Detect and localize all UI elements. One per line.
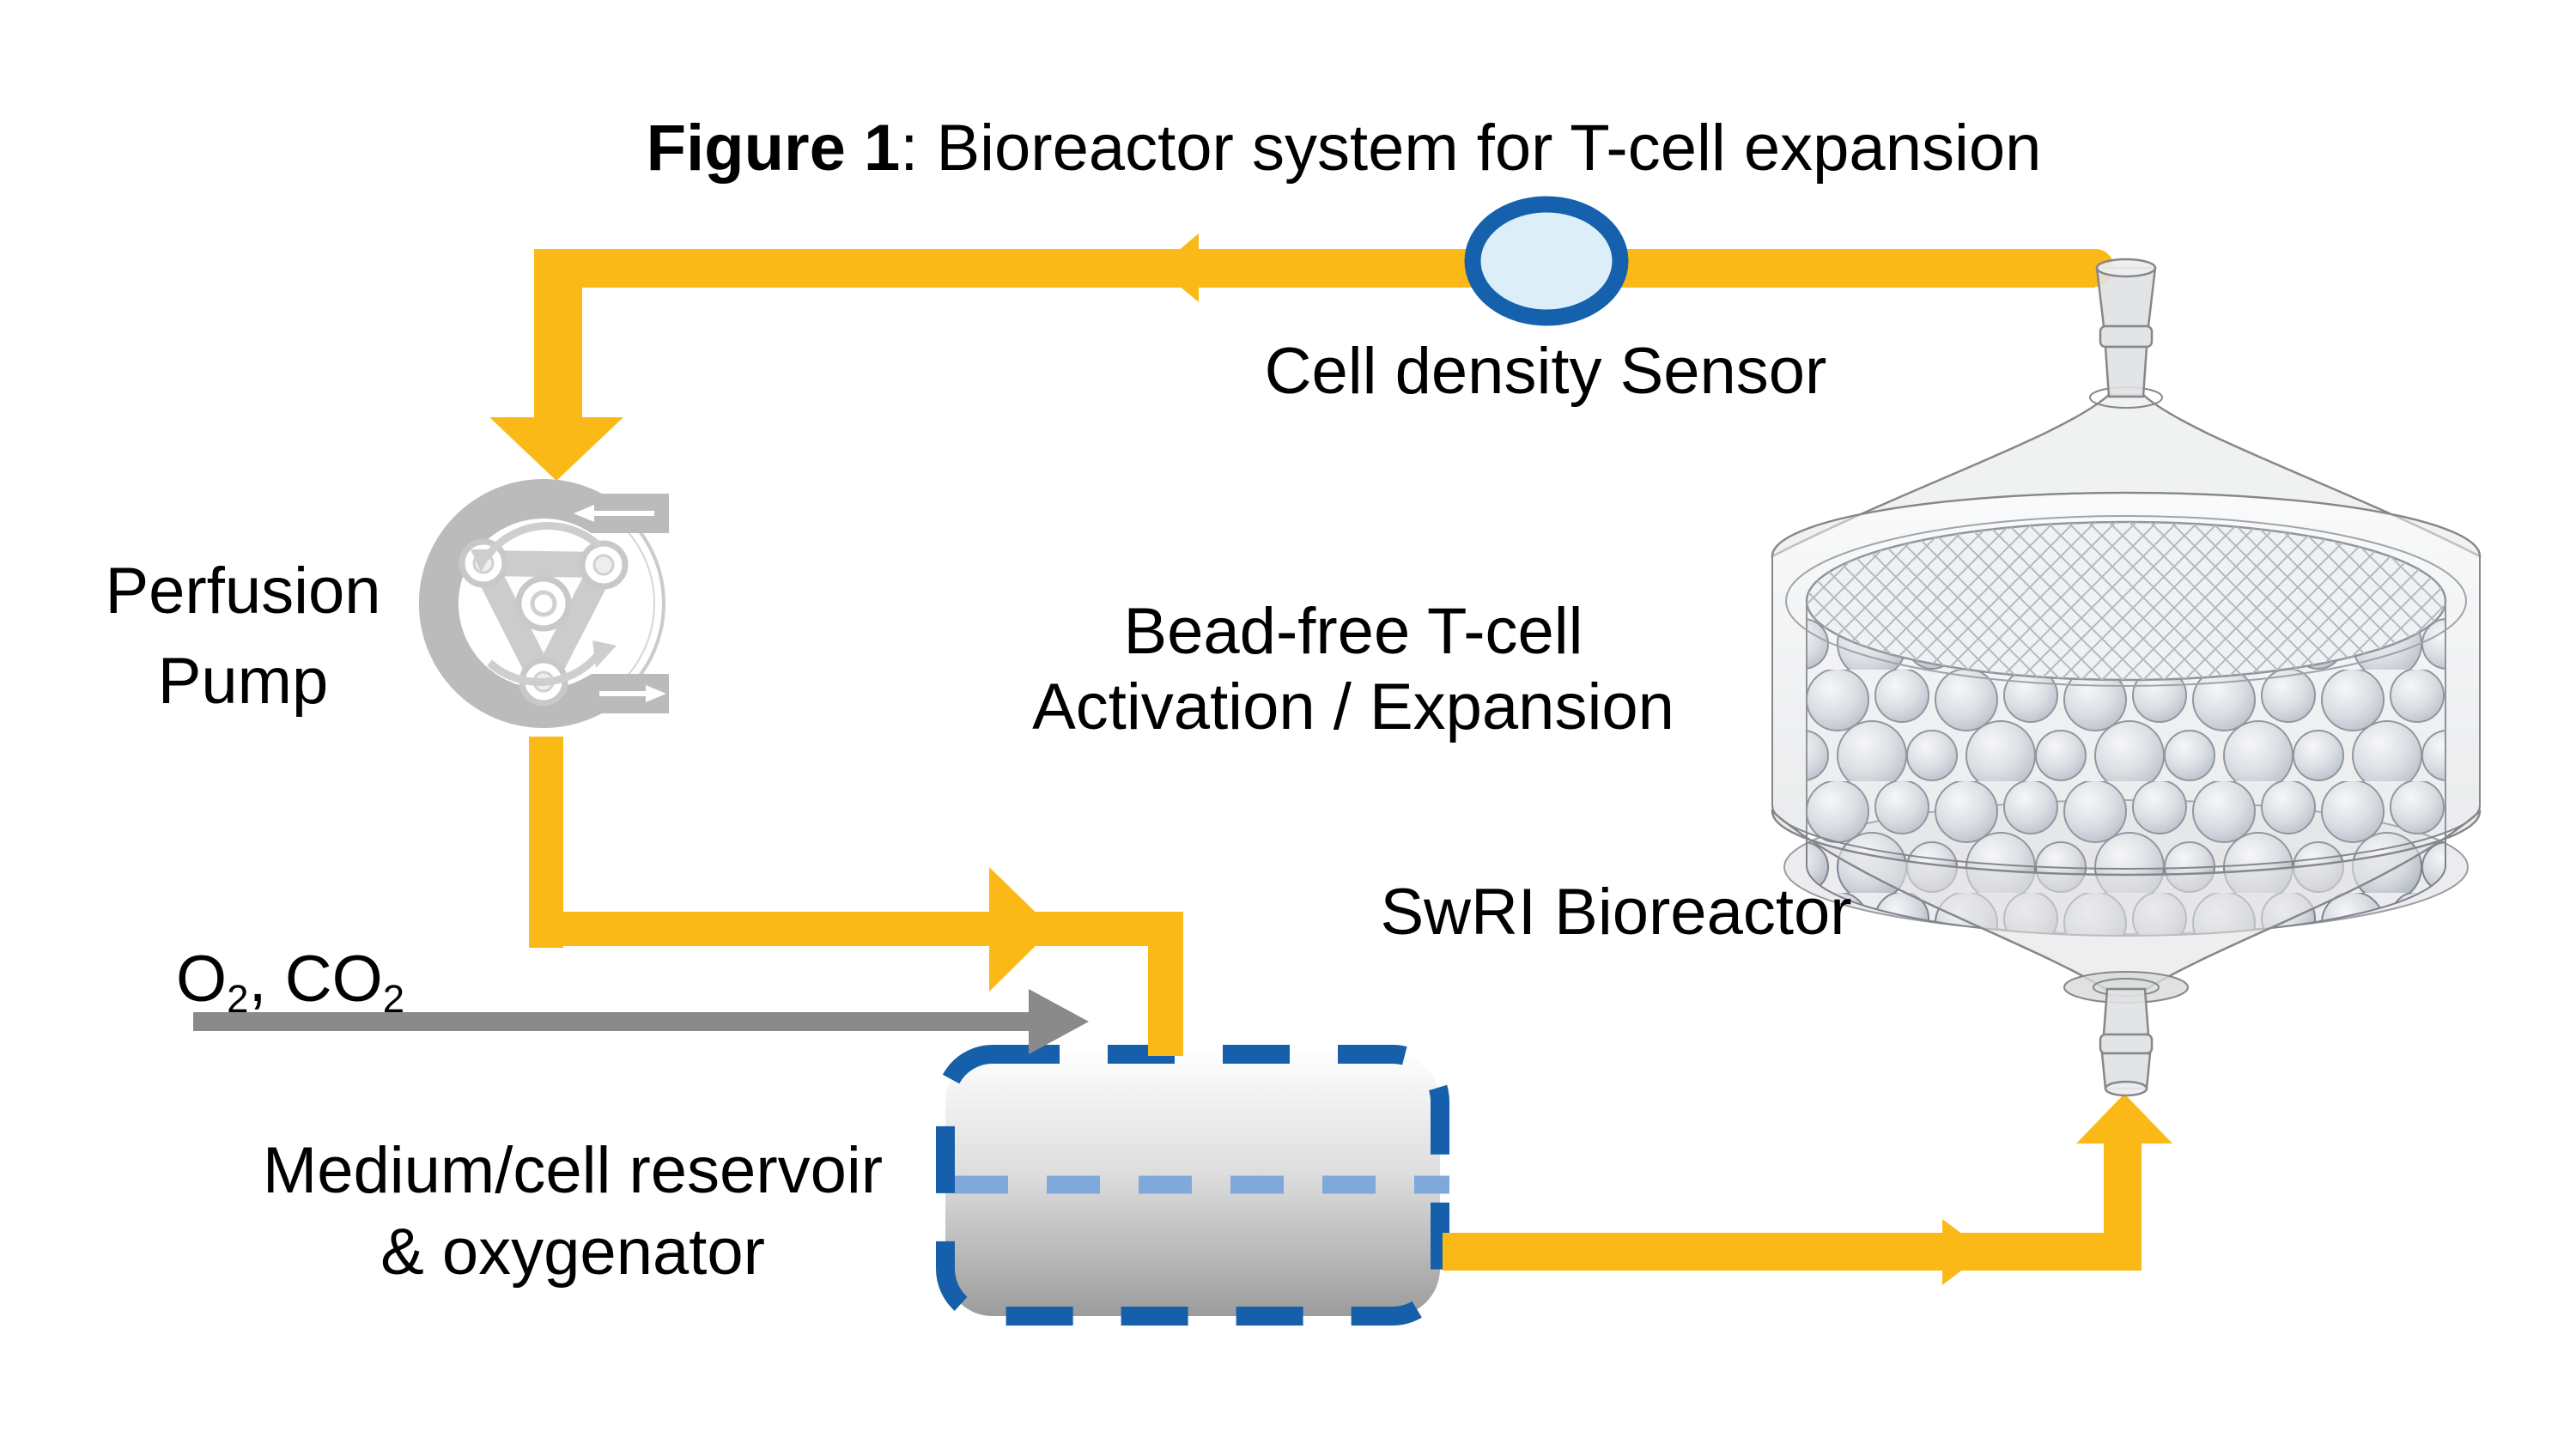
bioreactor-bottom-port: [2099, 987, 2154, 1097]
gas-arrow-head: [1029, 989, 1089, 1054]
gas-arrow-shaft: [193, 1012, 1035, 1031]
gas-co-subscript: 2: [382, 976, 405, 1021]
label-perfusion-pump: Perfusion Pump: [0, 547, 486, 727]
pump-tube-band: [418, 479, 669, 728]
label-perfusion-pump-line2: Pump: [157, 644, 329, 718]
bioreactor-vessel-icon: [1771, 258, 2482, 1097]
bioreactor-top-port: [2095, 258, 2157, 398]
figure-title-text: : Bioreactor system for T-cell expansion: [900, 112, 2042, 185]
label-gas-inlet: O2, CO2: [176, 941, 404, 1022]
pipe-outlet-horizontal: [1443, 1233, 2142, 1271]
pipe-riser-vertical: [2104, 1142, 2142, 1238]
label-reservoir-line2: & oxygenator: [380, 1216, 765, 1289]
flow-loop: [489, 234, 2172, 1285]
arrowhead-mid-bottom-icon: [989, 867, 1053, 992]
peristaltic-pump-icon: [418, 479, 669, 728]
arrowhead-into-pump-icon: [489, 417, 623, 481]
arrowhead-into-bioreactor-icon: [2076, 1094, 2172, 1144]
gas-o: O: [176, 943, 228, 1016]
label-cell-density-sensor: Cell density Sensor: [1264, 335, 1827, 408]
label-reservoir-line1: Medium/cell reservoir: [262, 1134, 884, 1207]
reservoir-dashed-border: [936, 1045, 1449, 1326]
gas-arrow-icon: [193, 989, 1089, 1054]
gas-co: , CO: [248, 943, 383, 1016]
cell-density-sensor-icon: [1464, 196, 1629, 326]
label-bead-free-line1: Bead-free T-cell: [1123, 595, 1583, 668]
pipe-top-horizontal: [534, 249, 2095, 288]
figure-title-number: Figure 1: [646, 112, 901, 185]
pipe-left-vertical: [534, 249, 582, 421]
label-reservoir: Medium/cell reservoir & oxygenator: [58, 1130, 1088, 1293]
reservoir-box: [936, 1045, 1449, 1326]
label-swri-bioreactor: SwRI Bioreactor: [1380, 876, 1852, 949]
gas-o-subscript: 2: [227, 976, 249, 1021]
pipe-bottom-horizontal: [529, 912, 1183, 946]
label-perfusion-pump-line1: Perfusion: [105, 555, 381, 628]
flow-arrow-right-icon: [1942, 1219, 1986, 1285]
flow-arrow-left-icon: [1157, 234, 1199, 302]
pipe-reservoir-entry: [1148, 912, 1183, 1056]
label-bead-free: Bead-free T-cell Activation / Expansion: [838, 594, 1868, 745]
label-bead-free-line2: Activation / Expansion: [1032, 670, 1674, 744]
figure-title: Figure 1: Bioreactor system for T-cell e…: [313, 110, 2374, 187]
